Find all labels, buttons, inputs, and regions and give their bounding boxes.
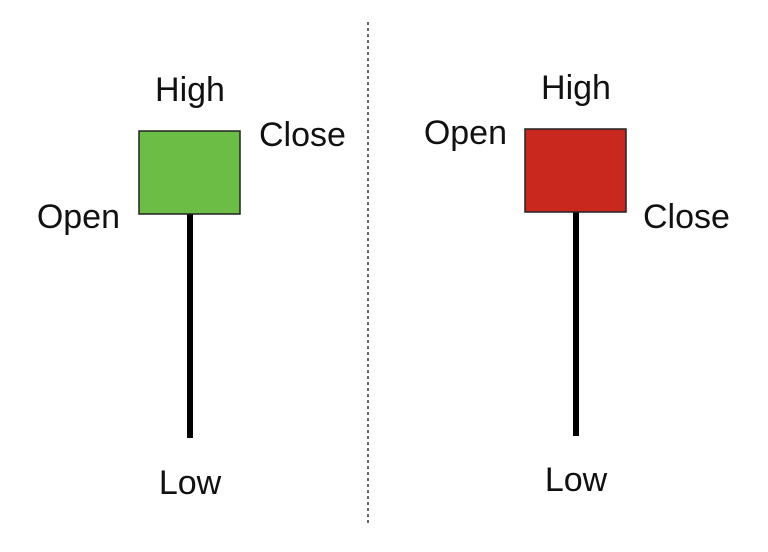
- bullish-open-label: Open: [37, 198, 120, 236]
- bullish-high-label: High: [155, 71, 225, 109]
- bullish-low-label: Low: [159, 464, 222, 502]
- bullish-candle: High Close Open Low: [37, 71, 346, 502]
- bearish-low-label: Low: [545, 461, 608, 499]
- bullish-close-label: Close: [259, 116, 346, 154]
- bearish-body: [524, 128, 627, 213]
- bearish-close-label: Close: [643, 198, 730, 236]
- bullish-body: [138, 130, 241, 215]
- bearish-open-label: Open: [424, 114, 507, 152]
- bearish-high-label: High: [541, 69, 611, 107]
- bearish-candle: High Open Close Low: [424, 69, 730, 499]
